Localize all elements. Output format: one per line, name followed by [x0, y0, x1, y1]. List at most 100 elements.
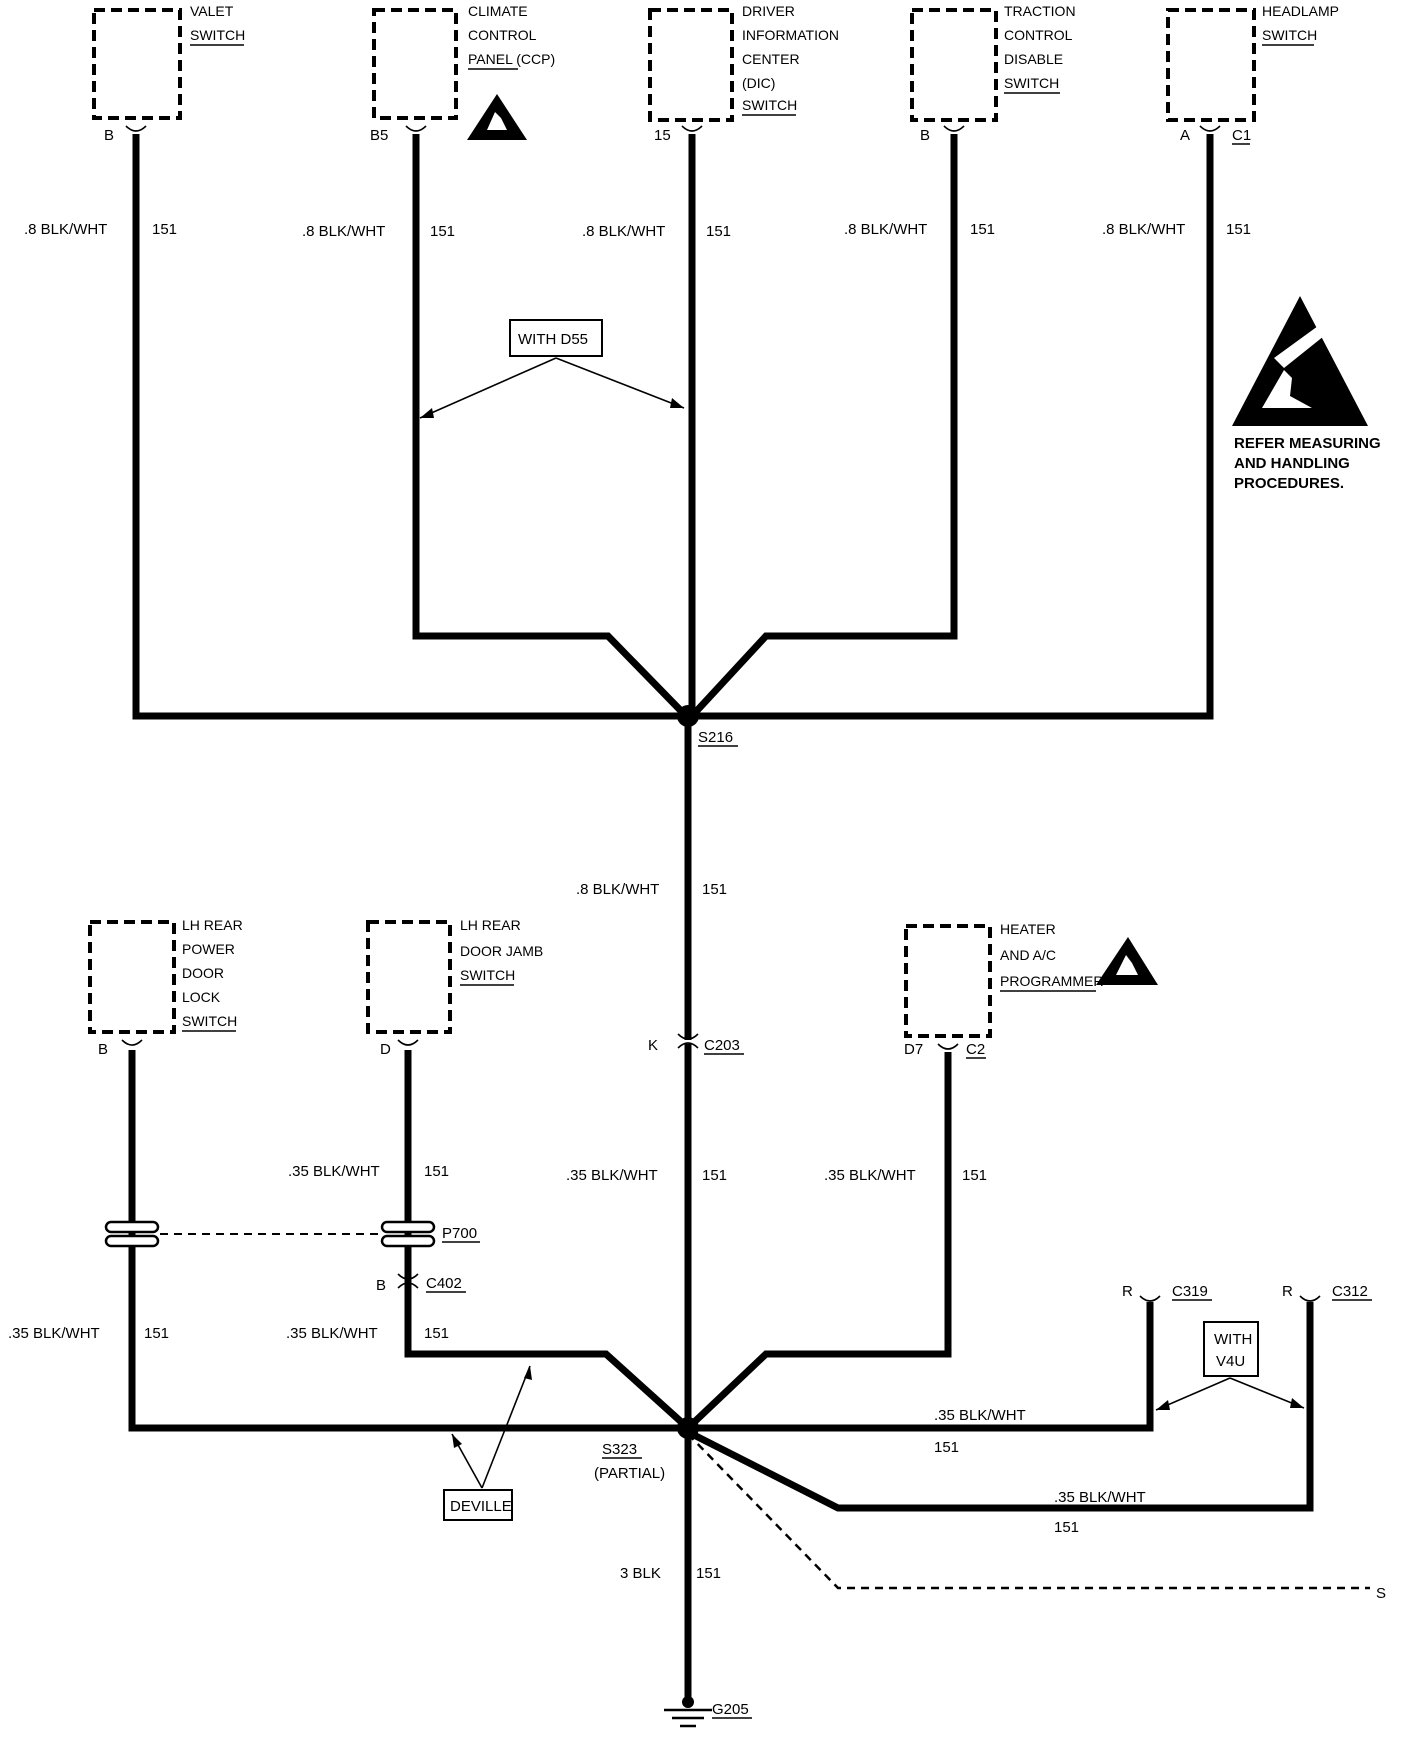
svg-text:LH REAR: LH REAR: [182, 917, 243, 933]
svg-text:A: A: [1180, 127, 1190, 144]
splice-s216: [677, 705, 699, 727]
splice-s216-label: S216: [698, 729, 738, 747]
lower-harness-wires: [128, 1044, 1314, 1700]
headlamp-switch-box: [1166, 8, 1256, 122]
svg-text:.35 BLK/WHT: .35 BLK/WHT: [824, 1167, 916, 1184]
svg-text:POWER: POWER: [182, 941, 235, 957]
svg-text:C2: C2: [966, 1041, 985, 1058]
lh-rear-jamb-switch-box: [366, 920, 452, 1034]
svg-text:151: 151: [144, 1325, 169, 1342]
svg-text:(DIC): (DIC): [742, 75, 775, 91]
svg-text:PROCEDURES.: PROCEDURES.: [1234, 475, 1344, 492]
tcs-switch-box: [910, 8, 998, 122]
connector-p700-label: P700: [442, 1225, 480, 1243]
svg-text:S216: S216: [698, 729, 733, 746]
svg-text:B5: B5: [370, 127, 388, 144]
svg-text:D7: D7: [904, 1041, 923, 1058]
svg-text:K: K: [648, 1037, 658, 1054]
svg-text:.35 BLK/WHT: .35 BLK/WHT: [566, 1167, 658, 1184]
svg-text:SWITCH: SWITCH: [1262, 27, 1317, 43]
svg-text:151: 151: [702, 881, 727, 898]
svg-text:.35 BLK/WHT: .35 BLK/WHT: [8, 1325, 100, 1342]
svg-text:DOOR: DOOR: [182, 965, 224, 981]
svg-text:CLIMATE: CLIMATE: [468, 3, 528, 19]
lh-rear-lock-switch-box: [88, 920, 176, 1034]
connector-c402: [397, 1273, 419, 1289]
dic-switch-box: [648, 8, 734, 122]
connector-c402-label: B C402: [376, 1275, 466, 1294]
svg-text:R: R: [1122, 1283, 1133, 1300]
svg-text:SWITCH: SWITCH: [182, 1013, 237, 1029]
ccp-label: CLIMATE CONTROL PANEL (CCP): [468, 3, 555, 70]
ground-symbol-icon: [664, 1696, 712, 1728]
svg-text:CENTER: CENTER: [742, 51, 800, 67]
option-v4u-box: WITH V4U: [1155, 1321, 1305, 1411]
ccp-box: [372, 8, 458, 120]
svg-text:.8 BLK/WHT: .8 BLK/WHT: [302, 223, 385, 240]
svg-text:151: 151: [696, 1565, 721, 1582]
svg-text:D: D: [380, 1041, 391, 1058]
heater-programmer-label: HEATER AND A/C PROGRAMMER: [1000, 921, 1103, 992]
svg-text:.35 BLK/WHT: .35 BLK/WHT: [288, 1163, 380, 1180]
svg-text:151: 151: [706, 223, 731, 240]
lh-rear-lock-label: LH REAR POWER DOOR LOCK SWITCH: [182, 917, 243, 1032]
pin-labels-top: B B5 15 B A C1: [104, 127, 1251, 145]
svg-text:.8 BLK/WHT: .8 BLK/WHT: [582, 223, 665, 240]
svg-text:WITH D55: WITH D55: [518, 331, 588, 348]
svg-text:B: B: [920, 127, 930, 144]
esd-note: REFER MEASURING AND HANDLING PROCEDURES.: [1234, 435, 1381, 492]
svg-text:INFORMATION: INFORMATION: [742, 27, 839, 43]
svg-text:PROGRAMMER: PROGRAMMER: [1000, 973, 1103, 989]
esd-warning-icon: [1096, 937, 1158, 985]
connector-c319-c312-labels: R C319 R C312: [1122, 1283, 1372, 1301]
splice-s323-label: S323 (PARTIAL): [594, 1441, 665, 1482]
svg-text:B: B: [376, 1277, 386, 1294]
svg-text:LOCK: LOCK: [182, 989, 221, 1005]
svg-text:.35 BLK/WHT: .35 BLK/WHT: [934, 1407, 1026, 1424]
svg-text:151: 151: [970, 221, 995, 238]
connector-c312: [1299, 1295, 1321, 1302]
svg-text:151: 151: [430, 223, 455, 240]
connector-p700: [104, 1220, 436, 1248]
svg-text:WITH: WITH: [1214, 1331, 1252, 1348]
svg-text:SWITCH: SWITCH: [460, 967, 515, 983]
svg-text:.8 BLK/WHT: .8 BLK/WHT: [1102, 221, 1185, 238]
svg-text:15: 15: [654, 127, 671, 144]
heater-programmer-box: [904, 924, 992, 1038]
svg-text:V4U: V4U: [1216, 1353, 1245, 1370]
svg-text:TRACTION: TRACTION: [1004, 3, 1076, 19]
esd-warning-icon: [467, 94, 527, 140]
connector-c203: [677, 1033, 699, 1049]
terminal-pins-top: [125, 125, 1221, 132]
svg-text:151: 151: [424, 1325, 449, 1342]
svg-text:3 BLK: 3 BLK: [620, 1565, 661, 1582]
svg-text:C312: C312: [1332, 1283, 1368, 1300]
svg-text:G205: G205: [712, 1701, 749, 1718]
svg-text:HEADLAMP: HEADLAMP: [1262, 3, 1339, 19]
svg-text:.35 BLK/WHT: .35 BLK/WHT: [286, 1325, 378, 1342]
connector-c203-label: K C203: [648, 1037, 744, 1055]
svg-text:B: B: [98, 1041, 108, 1058]
svg-text:B: B: [104, 127, 114, 144]
svg-text:SWITCH: SWITCH: [742, 97, 797, 113]
svg-text:SWITCH: SWITCH: [190, 27, 245, 43]
pin-labels-lower: B D D7 C2: [98, 1041, 986, 1059]
svg-text:REFER MEASURING: REFER MEASURING: [1234, 435, 1381, 452]
svg-text:151: 151: [962, 1167, 987, 1184]
svg-text:.8 BLK/WHT: .8 BLK/WHT: [844, 221, 927, 238]
svg-text:.35 BLK/WHT: .35 BLK/WHT: [1054, 1489, 1146, 1506]
svg-text:SWITCH: SWITCH: [1004, 75, 1059, 91]
svg-text:CONTROL: CONTROL: [468, 27, 537, 43]
svg-text:(PARTIAL): (PARTIAL): [594, 1465, 665, 1482]
ground-g205-label: G205: [712, 1701, 752, 1719]
svg-text:C319: C319: [1172, 1283, 1208, 1300]
svg-text:DRIVER: DRIVER: [742, 3, 795, 19]
connector-c319: [1139, 1295, 1161, 1302]
svg-text:C203: C203: [704, 1037, 740, 1054]
svg-text:LH REAR: LH REAR: [460, 917, 521, 933]
svg-text:DOOR JAMB: DOOR JAMB: [460, 943, 543, 959]
svg-text:.8 BLK/WHT: .8 BLK/WHT: [576, 881, 659, 898]
terminal-pins-lower: [121, 1039, 959, 1050]
tcs-switch-label: TRACTION CONTROL DISABLE SWITCH: [1004, 3, 1076, 94]
